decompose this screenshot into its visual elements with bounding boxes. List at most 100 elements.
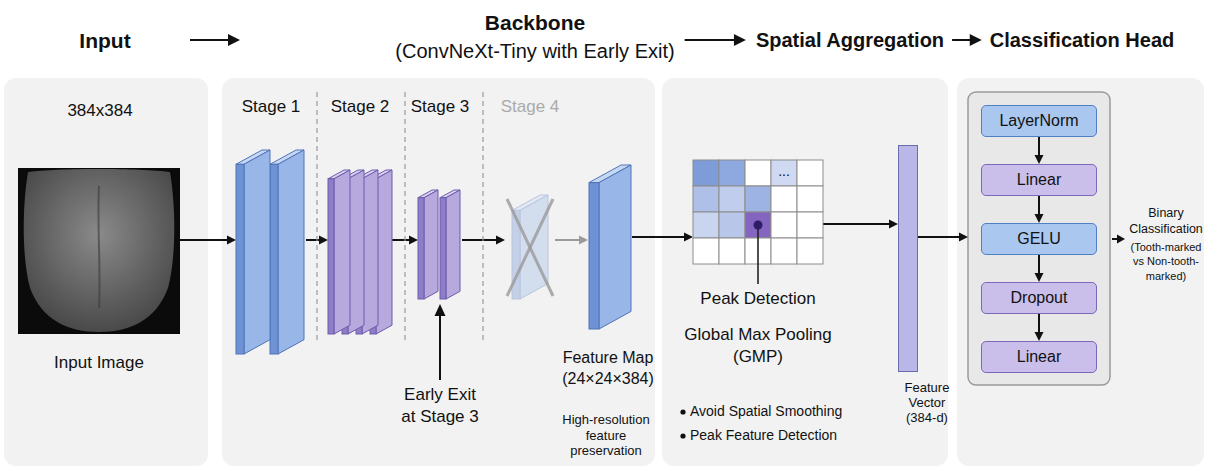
slabs-drawing — [588, 165, 632, 330]
grid-cell — [797, 160, 823, 186]
flow-arrow — [555, 236, 588, 245]
arrowhead — [1035, 155, 1044, 164]
peak-leader-line — [757, 225, 759, 284]
output-arrowhead — [1117, 235, 1125, 244]
grid-cell — [693, 212, 719, 238]
grid-cell — [693, 186, 719, 212]
arrow-line — [632, 236, 685, 238]
head-container: LayerNormLinearGELUDropoutLinear — [968, 92, 1110, 385]
grid-cell — [719, 160, 745, 186]
slabs-drawing — [505, 195, 555, 300]
flow-arrow — [632, 233, 693, 242]
output-label: Binary Classification — [1128, 205, 1204, 238]
arrowhead — [970, 34, 982, 46]
slab-face — [446, 190, 460, 299]
stage-separator — [404, 92, 405, 340]
section-subheading: (ConvNeXt-Tiny with Early Exit) — [370, 39, 700, 64]
slab-face — [520, 195, 548, 299]
early-exit-pointer — [439, 314, 441, 380]
arrow-line — [1038, 255, 1040, 274]
arrowhead — [734, 34, 746, 46]
grid-cell — [771, 238, 797, 264]
stage-panel: Input384x384Input Image — [4, 78, 208, 466]
layer-name: Linear — [1017, 170, 1061, 189]
grid-cell — [771, 186, 797, 212]
arrowhead — [228, 34, 240, 46]
layer-name: LayerNorm — [999, 111, 1078, 130]
grid-cell — [719, 186, 745, 212]
arrowhead — [1035, 273, 1044, 282]
arrowhead — [1035, 214, 1044, 223]
section-heading: Input — [35, 28, 175, 54]
callout-label: Peak Detection — [678, 288, 838, 309]
bullet-text: Avoid Spatial Smoothing — [690, 403, 940, 421]
arrow-line — [555, 239, 580, 241]
tongue-shape — [24, 169, 175, 332]
grid-cell — [719, 238, 745, 264]
stage-block: Stage 1 — [236, 150, 306, 355]
skipped-stage-block: Stage 4 — [505, 195, 555, 300]
image-caption: Input Image — [19, 352, 179, 373]
panel-background — [968, 92, 1110, 385]
slabs-drawing — [328, 170, 392, 335]
callout-label: Early Exit at Stage 3 — [398, 384, 482, 428]
slab-group — [589, 165, 631, 329]
feature-map-block: Feature Map (24×24×384) — [588, 165, 632, 330]
grid-cell — [771, 212, 797, 238]
feature-map-label: Feature Map (24×24×384) — [558, 348, 658, 390]
slab-face — [244, 150, 270, 354]
layer-box: GELU — [981, 223, 1097, 255]
flow-arrow — [1035, 314, 1044, 341]
layer-box: LayerNorm — [981, 105, 1097, 137]
arrow-line — [190, 39, 229, 41]
slab-face — [424, 190, 438, 299]
arrow-line — [180, 239, 228, 241]
panel-background — [662, 78, 948, 466]
slab-face — [278, 150, 304, 354]
slab-face — [334, 170, 350, 334]
flow-arrow — [1035, 137, 1044, 164]
skip-cross — [507, 199, 553, 296]
flow-arrow — [180, 236, 236, 245]
arrow-line — [306, 239, 320, 241]
slab-edge — [328, 179, 334, 334]
slab-group — [236, 150, 304, 354]
panel-background — [222, 78, 655, 466]
flow-arrow — [918, 233, 968, 242]
section-heading: Backbone — [425, 10, 645, 36]
grid-cell — [719, 212, 745, 238]
slab-edge — [440, 198, 446, 299]
stage-label: Stage 3 — [400, 96, 480, 117]
grid-cell — [771, 160, 797, 186]
stage-label: Stage 2 — [320, 96, 400, 117]
flow-arrow — [1035, 255, 1044, 282]
arrowhead — [319, 236, 328, 245]
arrow-line — [1038, 196, 1040, 215]
flow-arrow — [1035, 196, 1044, 223]
arrowhead — [684, 233, 693, 242]
grid-cell — [745, 186, 771, 212]
grid-cell — [797, 238, 823, 264]
grid-cell — [797, 186, 823, 212]
panel-background — [4, 78, 208, 466]
flow-arrow — [190, 34, 240, 46]
arrowhead — [959, 233, 968, 242]
arrow-line — [1038, 137, 1040, 156]
stage-block: Stage 3 — [418, 190, 462, 300]
bullet-dot — [680, 409, 685, 414]
stage-separator — [316, 92, 317, 340]
peak-dot — [754, 221, 763, 230]
slab-group — [328, 170, 392, 334]
ellipsis-mark: ... — [771, 163, 797, 181]
stage-separator — [482, 92, 483, 340]
tongue-groove — [98, 186, 99, 308]
slabs-drawing — [236, 150, 306, 355]
pooling-grid: ...Peak DetectionGlobal Max Pooling (GMP… — [693, 160, 823, 264]
method-label: Global Max Pooling (GMP) — [673, 324, 843, 368]
slab-face — [599, 165, 631, 329]
arrow-line — [823, 223, 890, 225]
output-label: (Tooth-marked vs Non-tooth-marked) — [1128, 240, 1204, 283]
grid-cell — [693, 238, 719, 264]
layer-box: Linear — [981, 164, 1097, 196]
layer-name: Linear — [1017, 347, 1061, 366]
